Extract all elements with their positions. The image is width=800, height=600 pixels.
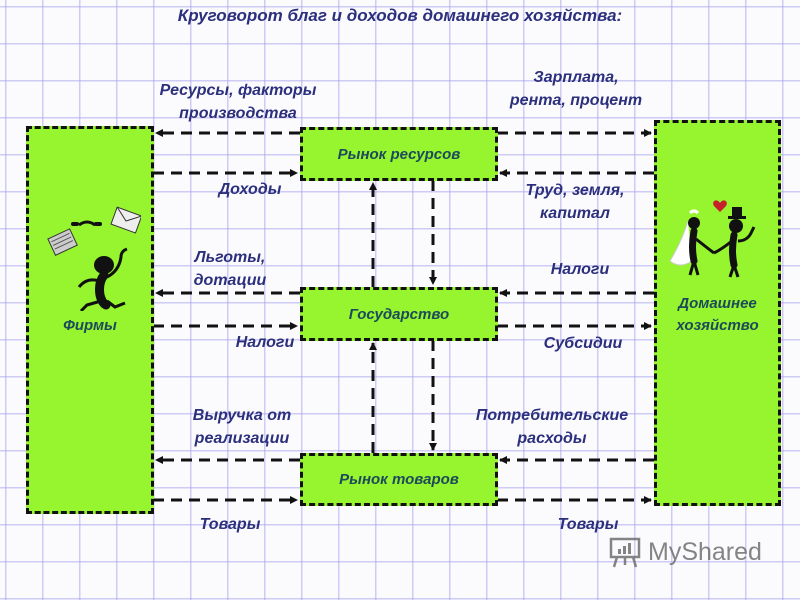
label-consumer-spending: Потребительские расходы	[475, 407, 629, 447]
label-goods-household: Товары	[557, 516, 619, 533]
watermark-text: MyShared	[648, 537, 762, 566]
household-label: Домашнее хозяйство	[676, 295, 759, 334]
government-label: Государство	[348, 305, 450, 323]
watermark: MyShared	[608, 535, 762, 569]
label-resources-factors: Ресурсы, факторы производства	[159, 82, 317, 122]
diagram-title: Круговорот благ и доходов домашнего хозя…	[177, 6, 623, 25]
household-box: Домашнее хозяйство	[654, 120, 781, 506]
bride-groom-couple-icon	[669, 200, 756, 278]
label-labor-land-capital: Труд, земля, капитал	[525, 182, 625, 222]
firms-box: Фирмы	[26, 126, 154, 514]
juggling-figure-icon	[47, 206, 141, 311]
resource-market-box: Рынок ресурсов	[300, 127, 498, 181]
label-taxes-household: Налоги	[550, 261, 610, 278]
label-wages-rent-interest: Зарплата, рента, процент	[509, 69, 643, 109]
label-sales-revenue: Выручка от реализации	[192, 407, 292, 447]
goods-market-label: Рынок товаров	[339, 471, 459, 488]
resource-market-label: Рынок ресурсов	[337, 145, 461, 163]
label-goods-firms: Товары	[199, 516, 261, 533]
label-subsidies: Субсидии	[543, 335, 623, 352]
label-income: Доходы	[218, 181, 282, 198]
label-taxes-firms: Налоги	[235, 334, 295, 351]
goods-market-box: Рынок товаров	[300, 453, 498, 506]
firms-label: Фирмы	[63, 317, 117, 334]
government-box: Государство	[300, 287, 498, 341]
label-benefits-grants: Льготы, дотации	[193, 249, 267, 289]
presentation-board-icon	[609, 537, 641, 568]
